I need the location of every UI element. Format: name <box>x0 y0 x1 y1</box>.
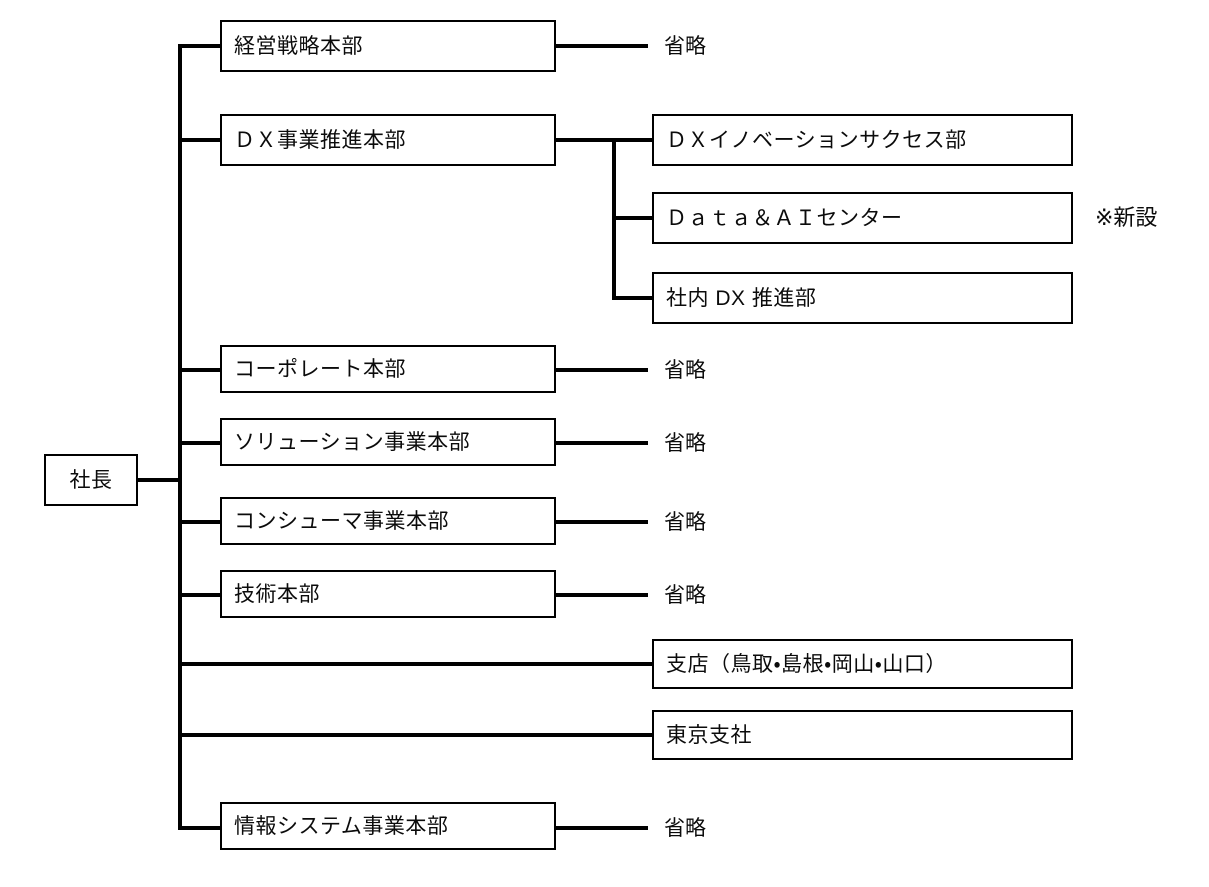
node-division-1[interactable]: 経営戦略本部 <box>220 20 556 72</box>
node-division-6-label: 技術本部 <box>234 582 320 606</box>
node-division-4-label: ソリューション事業本部 <box>234 430 471 454</box>
leaf-omitted-5: 省略 <box>664 584 706 607</box>
node-dx-sub-3[interactable]: 社内 DX 推進部 <box>652 272 1073 324</box>
node-division-5-label: コンシューマ事業本部 <box>234 509 449 533</box>
connector-main-trunk <box>178 46 182 828</box>
node-division-7[interactable]: 情報システム事業本部 <box>220 802 556 850</box>
connector-trunk-to-division-5 <box>178 520 222 524</box>
connector-division-1-to-omit <box>556 44 648 48</box>
node-division-3-label: コーポレート本部 <box>234 357 406 381</box>
connector-division-7-to-omit <box>556 826 648 830</box>
connector-trunk-to-division-6 <box>178 593 222 597</box>
connector-division-4-to-omit <box>556 441 648 445</box>
connector-division-6-to-omit <box>556 593 648 597</box>
note-new-unit: ※新設 <box>1095 205 1158 230</box>
connector-division-3-to-omit <box>556 368 648 372</box>
connector-trunk-to-branch-offices <box>178 662 656 666</box>
node-division-6[interactable]: 技術本部 <box>220 570 556 618</box>
node-division-1-label: 経営戦略本部 <box>234 34 363 58</box>
leaf-omitted-3: 省略 <box>664 432 706 455</box>
connector-division-2-to-subtrunk <box>556 138 616 142</box>
leaf-omitted-4: 省略 <box>664 511 706 534</box>
connector-subtrunk-to-dx-sub-2 <box>612 216 654 220</box>
node-dx-sub-3-label: 社内 DX 推進部 <box>666 286 817 310</box>
connector-trunk-to-division-2 <box>178 138 222 142</box>
leaf-omitted-6: 省略 <box>664 817 706 840</box>
node-division-2[interactable]: ＤＸ事業推進本部 <box>220 114 556 166</box>
leaf-omitted-2: 省略 <box>664 359 706 382</box>
connector-trunk-to-division-3 <box>178 368 222 372</box>
node-tokyo-branch[interactable]: 東京支社 <box>652 710 1073 760</box>
node-tokyo-branch-label: 東京支社 <box>666 723 752 747</box>
connector-president-to-trunk <box>138 478 182 482</box>
node-branch-offices-label: 支店（鳥取・島根・岡山・山口） <box>666 652 947 676</box>
connector-trunk-to-division-4 <box>178 441 222 445</box>
node-dx-sub-2-label: Ｄａｔａ＆ＡＩセンター <box>666 206 903 230</box>
connector-trunk-to-division-7 <box>178 826 222 830</box>
node-dx-sub-1[interactable]: ＤＸイノベーションサクセス部 <box>652 114 1073 166</box>
leaf-omitted-1: 省略 <box>664 35 706 58</box>
connector-division-5-to-omit <box>556 520 648 524</box>
node-division-4[interactable]: ソリューション事業本部 <box>220 418 556 466</box>
node-dx-sub-2[interactable]: Ｄａｔａ＆ＡＩセンター <box>652 192 1073 244</box>
connector-trunk-to-tokyo-branch <box>178 733 656 737</box>
node-president-label: 社長 <box>69 468 113 492</box>
node-division-5[interactable]: コンシューマ事業本部 <box>220 497 556 545</box>
node-division-3[interactable]: コーポレート本部 <box>220 345 556 393</box>
node-dx-sub-1-label: ＤＸイノベーションサクセス部 <box>666 128 967 152</box>
node-president[interactable]: 社長 <box>44 454 138 506</box>
node-division-2-label: ＤＸ事業推進本部 <box>234 128 406 152</box>
connector-trunk-to-division-1 <box>178 44 222 48</box>
connector-subtrunk-to-dx-sub-1 <box>612 138 654 142</box>
node-branch-offices[interactable]: 支店（鳥取・島根・岡山・山口） <box>652 639 1073 689</box>
connector-subtrunk-to-dx-sub-3 <box>612 296 654 300</box>
node-division-7-label: 情報システム事業本部 <box>234 814 449 838</box>
